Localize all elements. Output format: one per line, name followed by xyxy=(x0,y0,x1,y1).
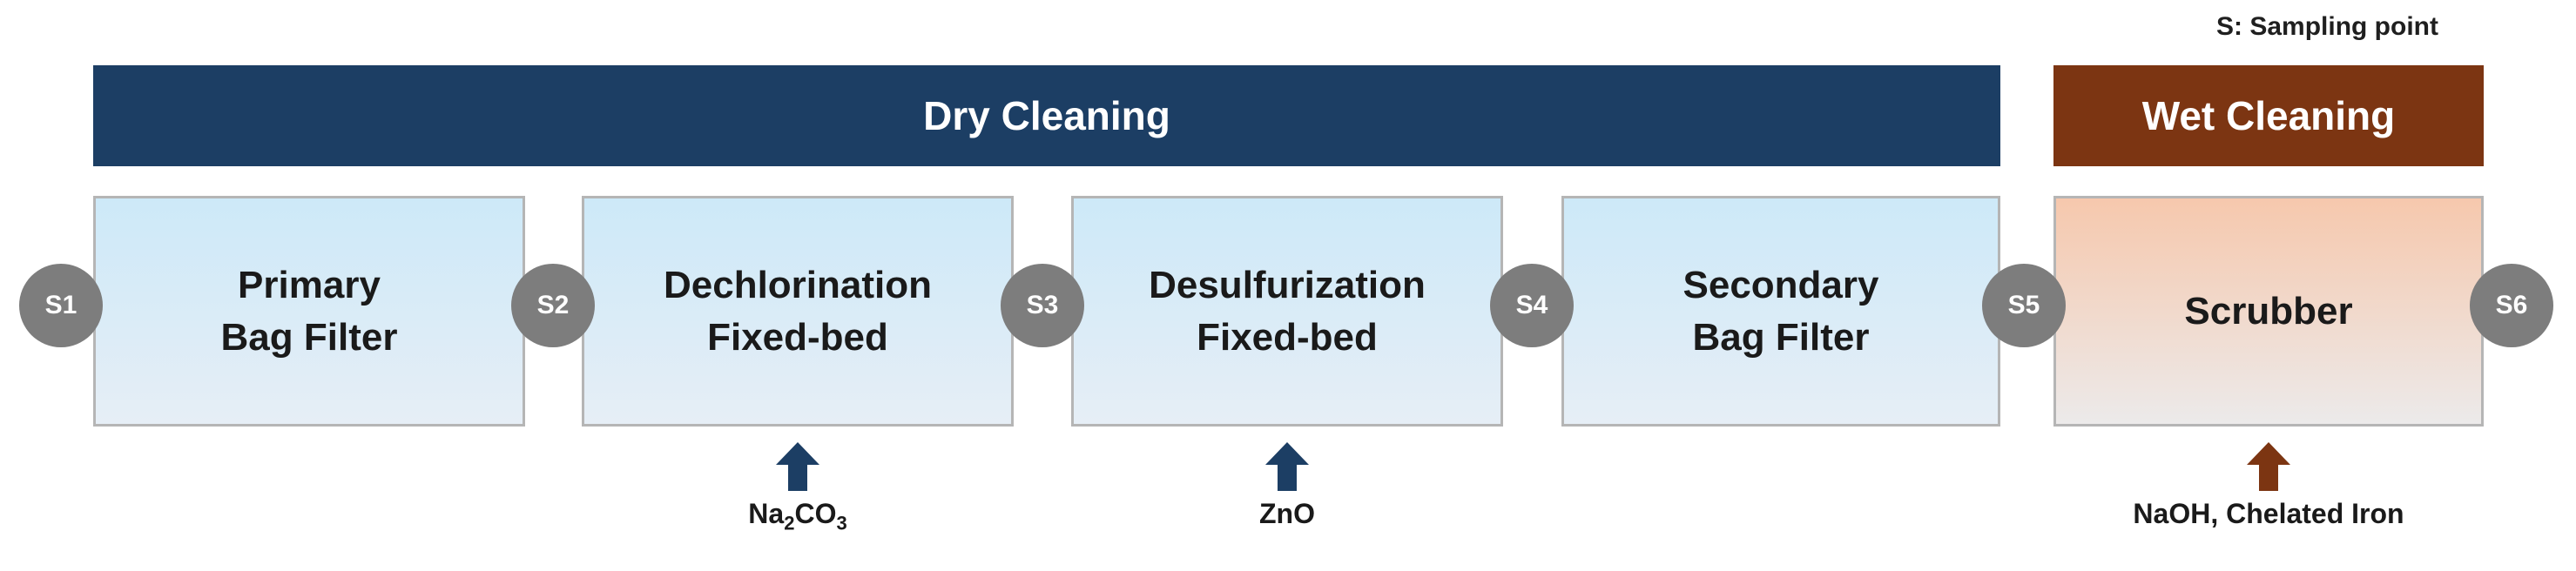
reagent-part: CO xyxy=(794,498,837,529)
reagent-na2co3: Na2CO3 xyxy=(606,498,989,538)
sampling-point-s2: S2 xyxy=(511,264,595,347)
reagent-subscript: 3 xyxy=(836,512,847,534)
stage-label-line1: Primary xyxy=(238,263,381,306)
reagent-subscript: 2 xyxy=(784,512,795,534)
dry-cleaning-banner: Dry Cleaning xyxy=(93,65,2000,166)
reagent-zno: ZnO xyxy=(1259,498,1315,529)
up-arrow-icon xyxy=(1265,442,1309,491)
stage-label-line1: Dechlorination xyxy=(663,263,933,306)
stage-label-line1: Secondary xyxy=(1682,263,1879,306)
sampling-point-s5: S5 xyxy=(1982,264,2066,347)
stage-label-line1: Scrubber xyxy=(2184,289,2353,333)
wet-cleaning-banner: Wet Cleaning xyxy=(2053,65,2484,166)
scrubber-stage: Scrubber xyxy=(2053,196,2484,427)
sampling-point-s1: S1 xyxy=(19,264,103,347)
sampling-point-legend: S: Sampling point xyxy=(2216,12,2438,41)
stage-label-line2: Fixed-bed xyxy=(1197,315,1378,359)
desulfurization-fixed-bed-stage: Desulfurization Fixed-bed xyxy=(1071,196,1503,427)
sampling-point-s6: S6 xyxy=(2470,264,2553,347)
sampling-point-s4: S4 xyxy=(1490,264,1574,347)
dechlorination-fixed-bed-stage: Dechlorination Fixed-bed xyxy=(582,196,1014,427)
sampling-point-s3: S3 xyxy=(1001,264,1084,347)
stage-label-line2: Bag Filter xyxy=(1692,315,1870,359)
reagent-part: Na xyxy=(748,498,785,529)
up-arrow-icon xyxy=(2247,442,2290,491)
stage-label-line2: Fixed-bed xyxy=(707,315,888,359)
reagent-naoh-chelated-iron: NaOH, Chelated Iron xyxy=(2133,498,2404,529)
primary-bag-filter-stage: Primary Bag Filter xyxy=(93,196,525,427)
stage-label-line2: Bag Filter xyxy=(220,315,398,359)
up-arrow-icon xyxy=(776,442,819,491)
stage-label-line1: Desulfurization xyxy=(1149,263,1426,306)
secondary-bag-filter-stage: Secondary Bag Filter xyxy=(1561,196,2000,427)
